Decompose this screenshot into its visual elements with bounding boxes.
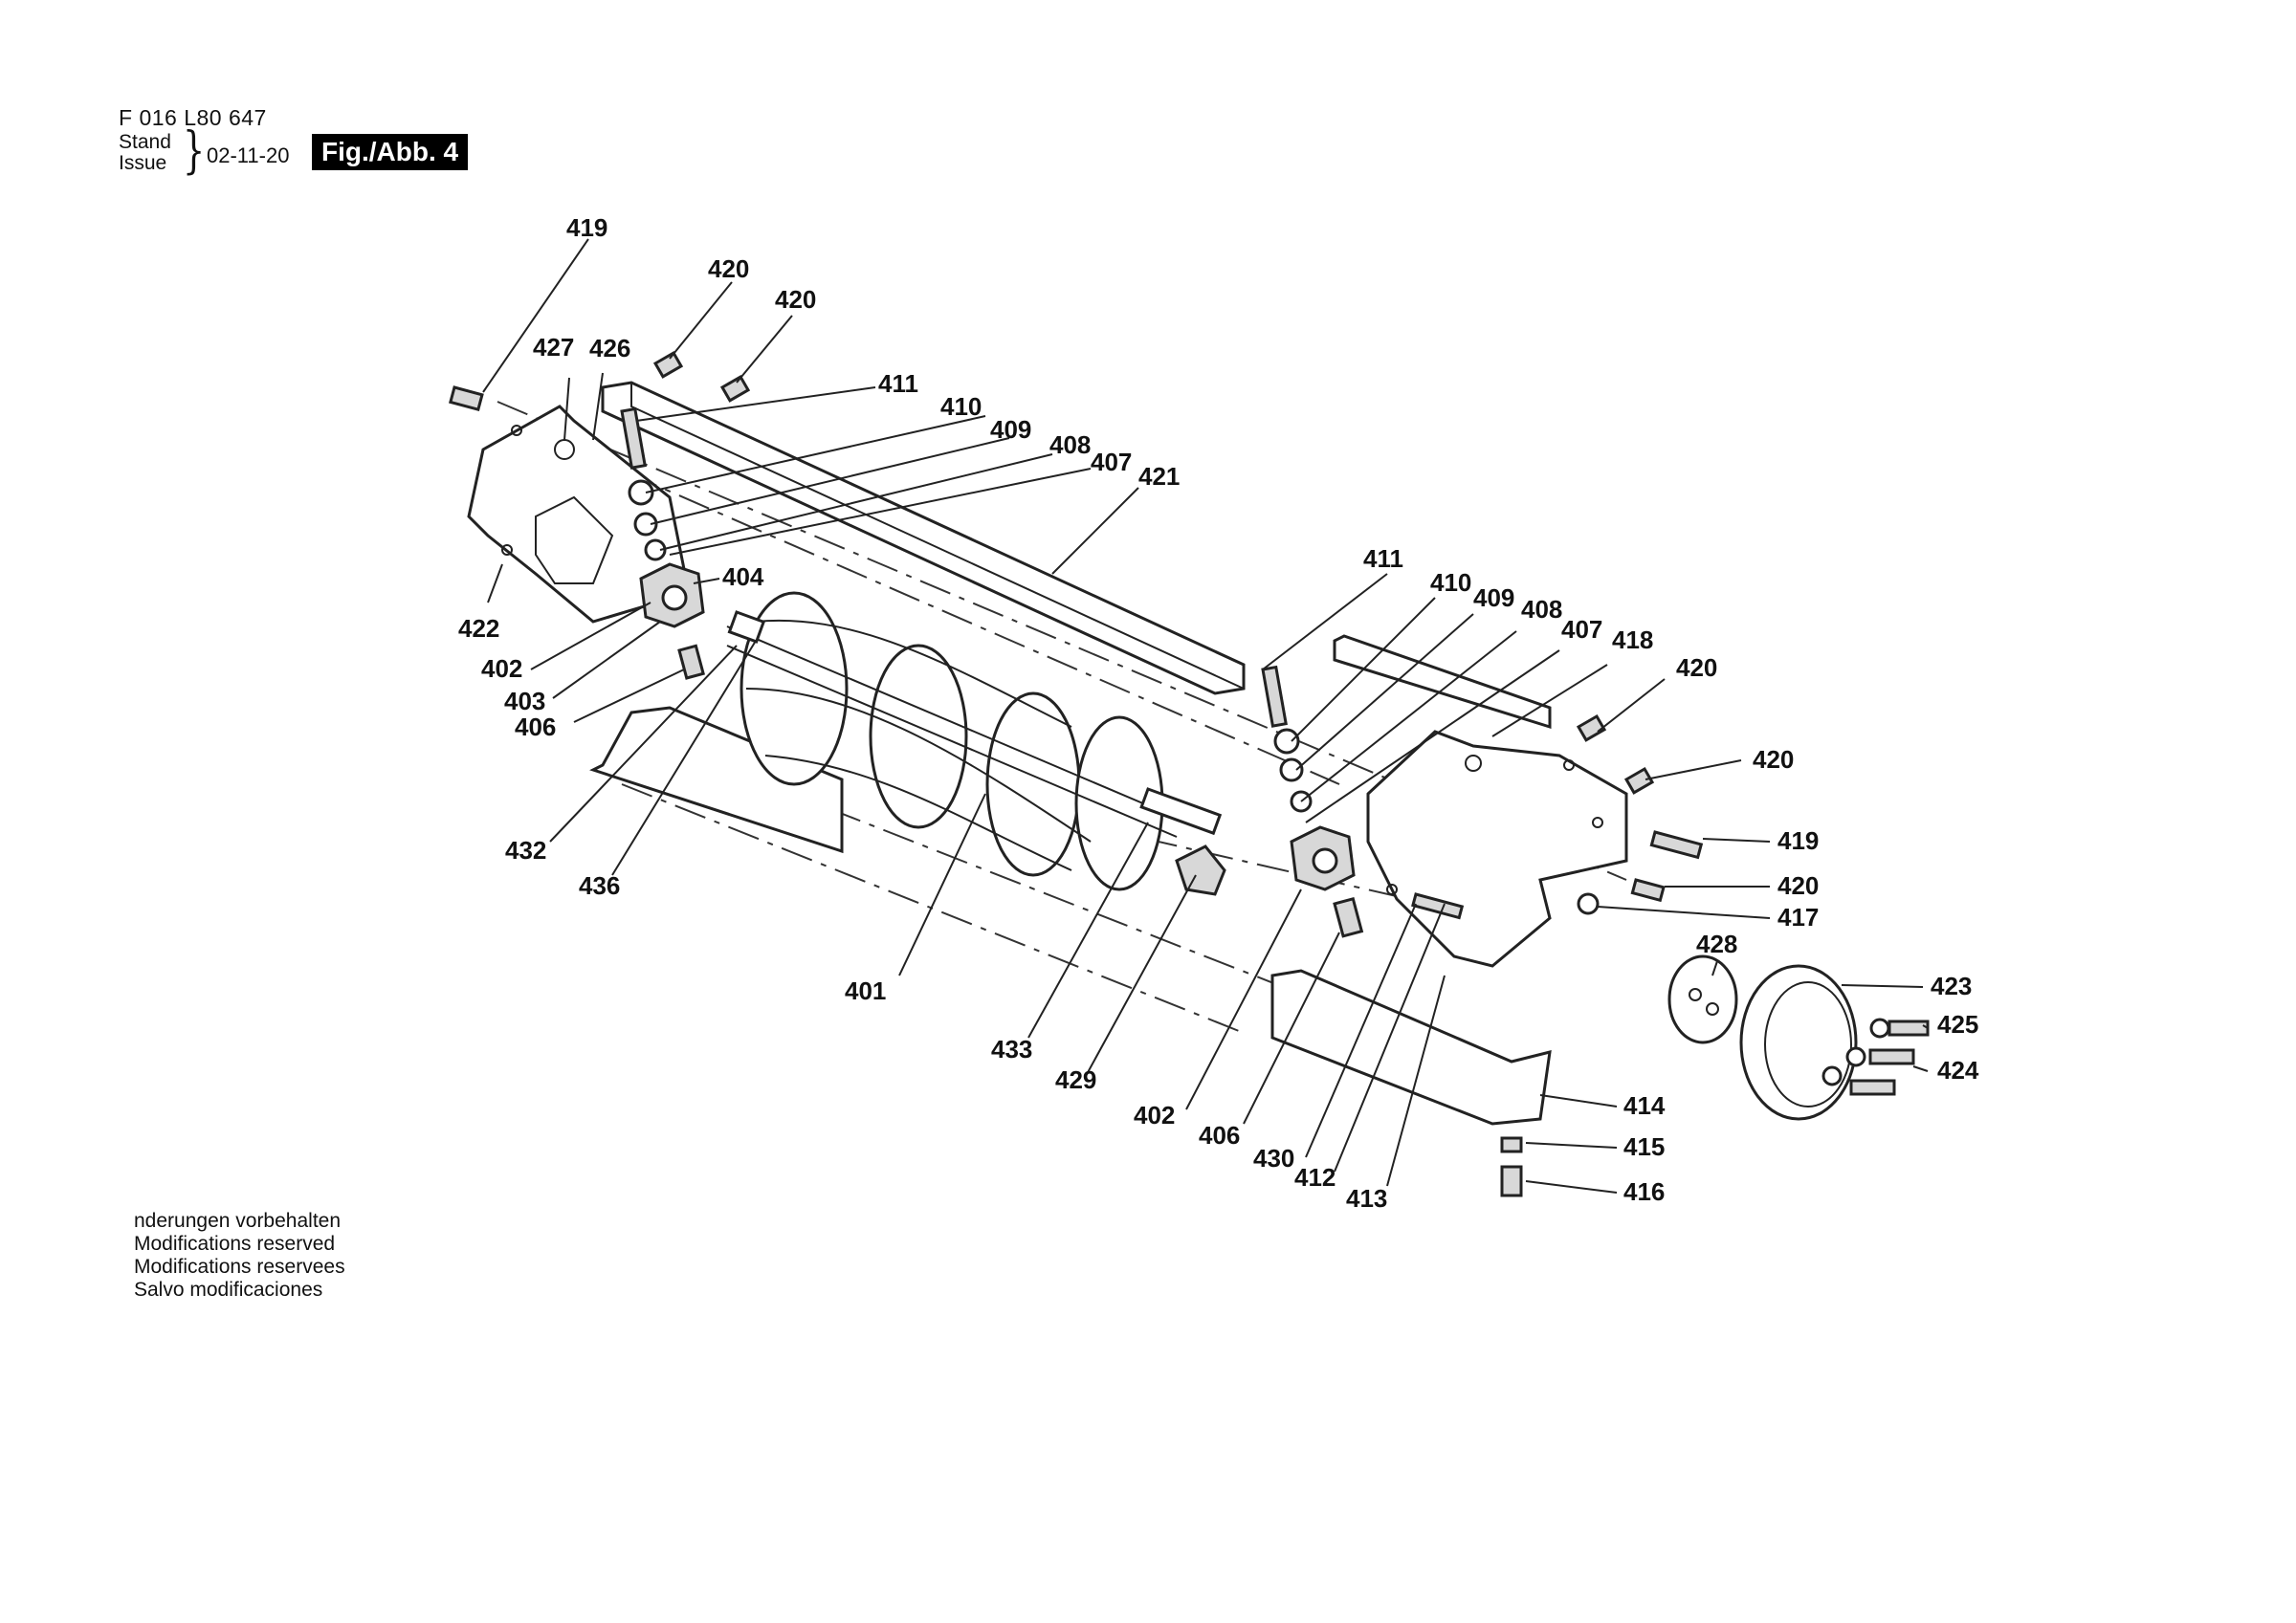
callout-414: 414 <box>1623 1091 1666 1120</box>
callout-420: 420 <box>1753 745 1794 774</box>
callout-411: 411 <box>1363 544 1403 573</box>
callout-427: 427 <box>533 333 574 362</box>
callout-426: 426 <box>589 334 630 362</box>
callout-407: 407 <box>1091 448 1132 476</box>
callout-436: 436 <box>579 871 620 900</box>
document-header: F 016 L80 647 Stand Issue } 02-11-20 Fig… <box>119 105 469 176</box>
callout-433: 433 <box>991 1035 1032 1064</box>
callout-420: 420 <box>708 254 749 283</box>
notice-line-es: Salvo modificaciones <box>134 1279 323 1301</box>
callout-409: 409 <box>1473 583 1514 612</box>
callout-407: 407 <box>1561 615 1602 644</box>
callout-409: 409 <box>990 415 1031 444</box>
callout-430: 430 <box>1253 1144 1294 1173</box>
callout-429: 429 <box>1055 1065 1096 1094</box>
brace-glyph: } <box>182 122 206 180</box>
pulley-assembly <box>1667 954 1930 1121</box>
issue-date: 02-11-20 <box>207 143 290 167</box>
callout-408: 408 <box>1521 595 1562 624</box>
notice-line-de: nderungen vorbehalten <box>134 1210 342 1232</box>
callout-419: 419 <box>566 213 607 242</box>
callout-labels: 419 420 420 427 426 411 410 409 408 407 … <box>458 213 1979 1213</box>
callout-413: 413 <box>1346 1184 1387 1213</box>
callout-410: 410 <box>940 392 982 421</box>
notice-line-fr: Modifications reservees <box>134 1256 345 1278</box>
callout-410: 410 <box>1430 568 1471 597</box>
callout-428: 428 <box>1696 930 1737 958</box>
callout-418: 418 <box>1612 625 1653 654</box>
leader-lines <box>482 238 1929 1194</box>
right-bar <box>1333 634 1552 730</box>
lower-bed-plate <box>589 706 1552 1126</box>
issue-row: Stand Issue } 02-11-20 Fig./Abb. 4 <box>119 126 597 189</box>
callout-420: 420 <box>1676 653 1717 682</box>
bearing-housings <box>639 562 1356 891</box>
callout-408: 408 <box>1049 430 1091 459</box>
callout-403: 403 <box>504 687 545 715</box>
upper-bar <box>601 381 1246 695</box>
callout-406: 406 <box>1199 1121 1240 1150</box>
callout-402: 402 <box>1134 1101 1175 1130</box>
callout-416: 416 <box>1623 1177 1665 1206</box>
modifications-notice: nderungen vorbehalten Modifications rese… <box>134 1210 345 1302</box>
callout-420: 420 <box>1777 871 1819 900</box>
callout-417: 417 <box>1777 903 1819 932</box>
callout-432: 432 <box>505 836 546 865</box>
figure-label: Fig./Abb. 4 <box>312 134 469 170</box>
document-code: F 016 L80 647 <box>119 105 267 130</box>
callout-424: 424 <box>1937 1056 1979 1085</box>
stand-label: Stand <box>119 131 171 153</box>
callout-402: 402 <box>481 654 522 683</box>
stand-issue-labels: Stand Issue <box>119 132 171 174</box>
callout-423: 423 <box>1931 972 1972 1000</box>
callout-406: 406 <box>515 713 556 741</box>
issue-label: Issue <box>119 152 167 174</box>
small-hardware <box>449 350 1704 1197</box>
callout-420: 420 <box>775 285 816 314</box>
callout-419: 419 <box>1777 826 1819 855</box>
callout-421: 421 <box>1138 462 1180 491</box>
reel-cylinder <box>726 591 1223 891</box>
notice-line-en: Modifications reserved <box>134 1233 336 1255</box>
callout-425: 425 <box>1937 1010 1978 1039</box>
callout-412: 412 <box>1294 1163 1336 1192</box>
callout-404: 404 <box>722 562 764 591</box>
callout-415: 415 <box>1623 1132 1665 1161</box>
callout-411: 411 <box>878 369 918 398</box>
callout-422: 422 <box>458 614 499 643</box>
right-side-plate <box>1366 730 1628 968</box>
callout-401: 401 <box>845 976 886 1005</box>
